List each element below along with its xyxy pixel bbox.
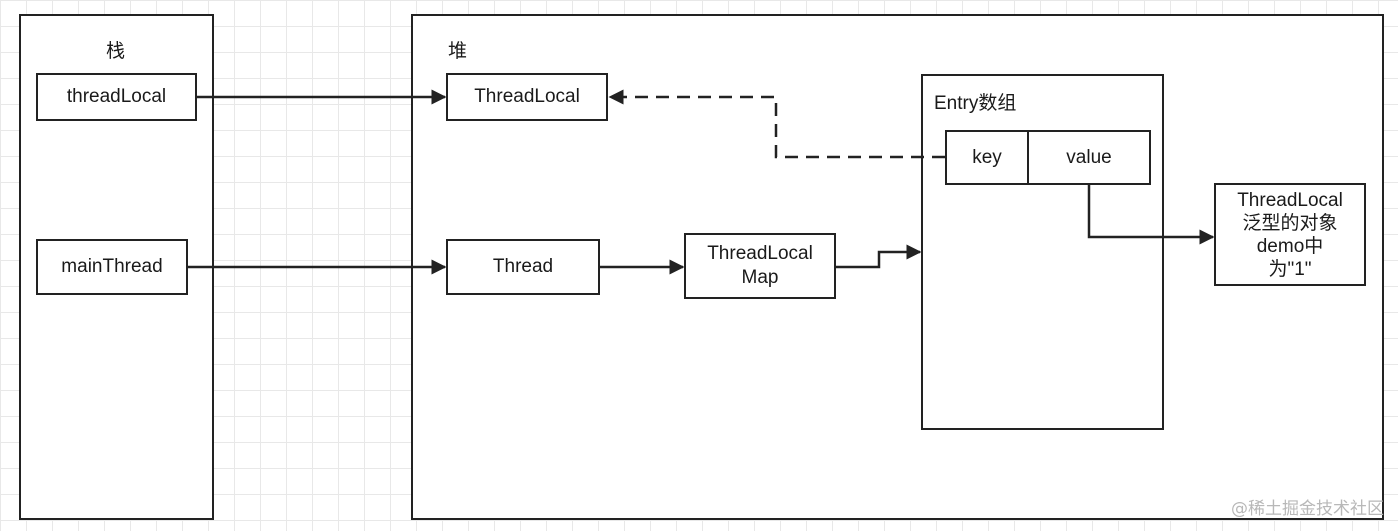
entry-array-container	[921, 74, 1164, 430]
watermark: @稀土掘金技术社区	[1231, 499, 1384, 519]
heap-label: 堆	[448, 41, 468, 62]
entry-key-box: key	[945, 130, 1029, 185]
generic-value-object-box: ThreadLocal 泛型的对象 demo中 为"1"	[1214, 183, 1366, 286]
stack-label: 栈	[106, 41, 126, 62]
threadlocal-object-box: ThreadLocal	[446, 73, 608, 121]
entry-array-label: Entry数组	[934, 93, 1017, 114]
threadlocalmap-box: ThreadLocal Map	[684, 233, 836, 299]
entry-value-box: value	[1027, 130, 1151, 185]
mainthread-reference-box: mainThread	[36, 239, 188, 295]
thread-object-box: Thread	[446, 239, 600, 295]
threadlocal-reference-box: threadLocal	[36, 73, 197, 121]
